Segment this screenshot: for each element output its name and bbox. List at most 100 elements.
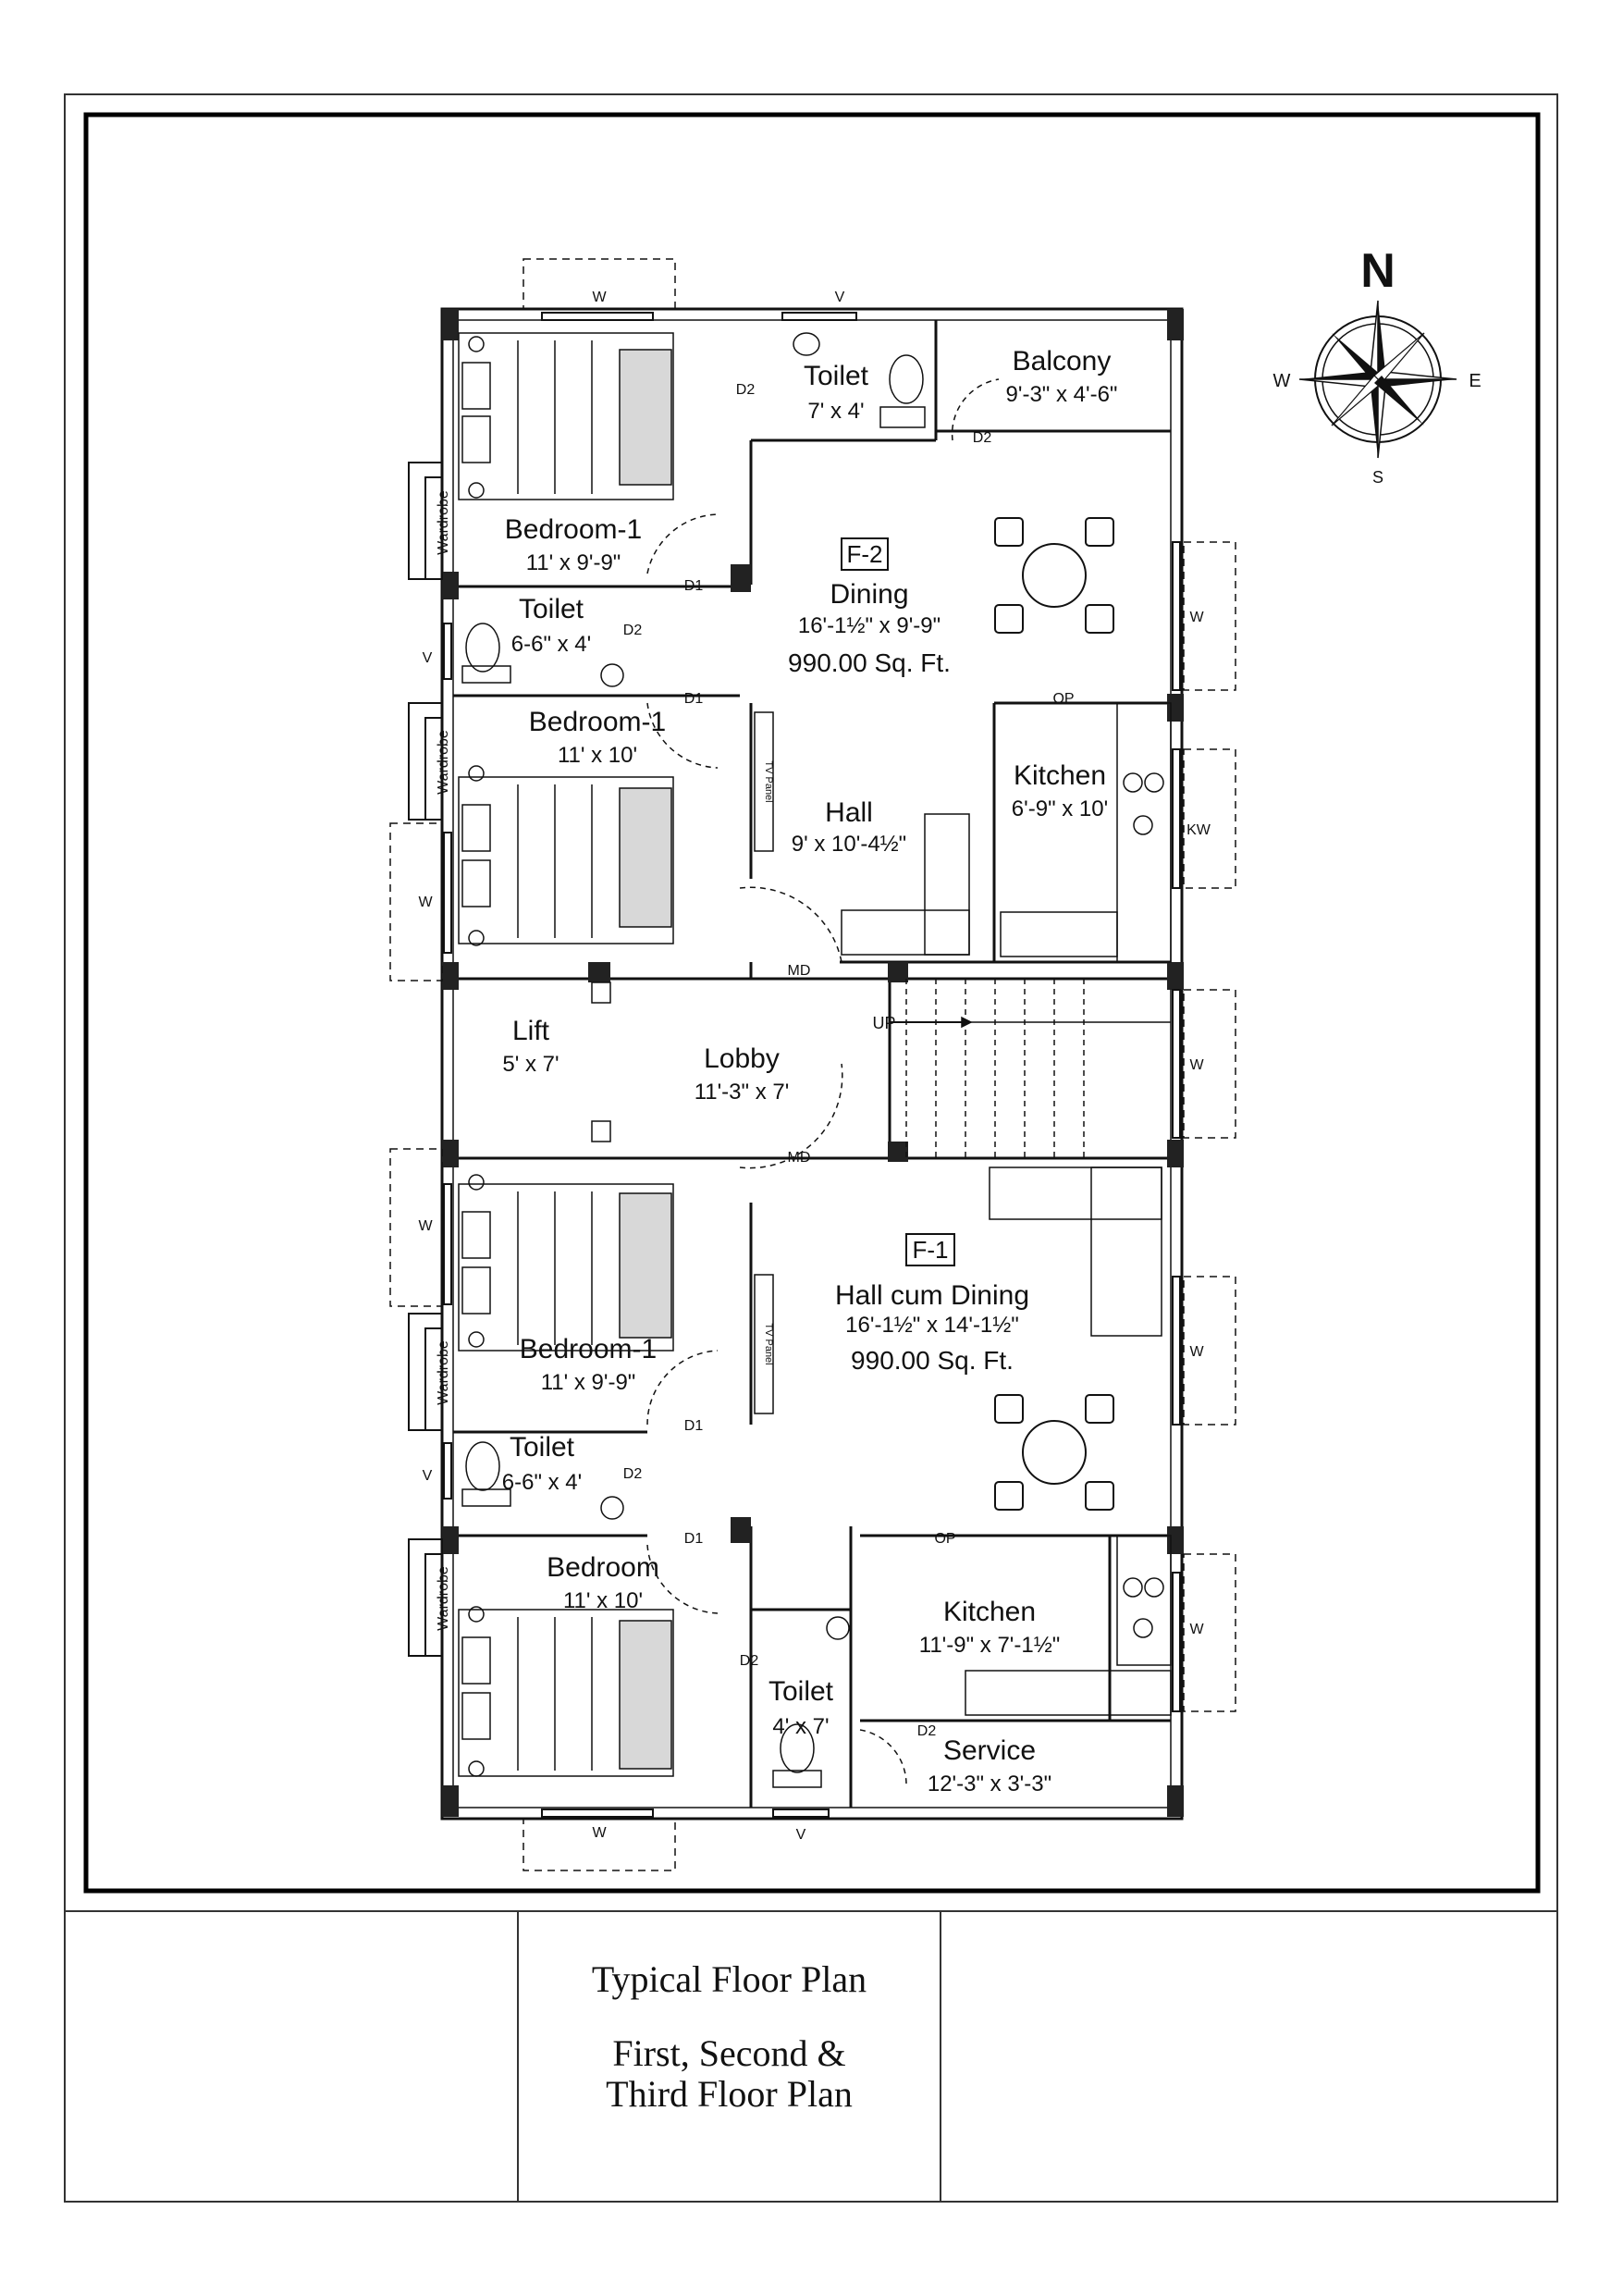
mark-d1-1: D1 <box>684 578 704 594</box>
f1-bedroom-b-size: 11' x 10' <box>563 1588 643 1613</box>
mark-md-2: MD <box>788 1150 811 1166</box>
f1-toilet-bot-name: Toilet <box>768 1676 834 1707</box>
tv-panel-f1 <box>754 1274 774 1414</box>
f1-service-size: 12'-3" x 3'-3" <box>928 1771 1051 1796</box>
opening-marks: W V W KW W W W W W V V W V D2 D2 D1 D2 D… <box>418 290 1211 1843</box>
lobby-name: Lobby <box>704 1043 780 1074</box>
f1-toilet-bot-size: 4' x 7' <box>772 1714 829 1739</box>
f1-hall-dining-size: 16'-1½" x 14'-1½" <box>845 1313 1019 1338</box>
mark-d1-3: D1 <box>684 1418 704 1434</box>
f1-kitchen-name: Kitchen <box>943 1597 1036 1627</box>
mark-w-1: W <box>1189 610 1204 625</box>
wardrobe-label-4: Wardrobe <box>436 1566 451 1631</box>
f1-bedroom-a-size: 11' x 9'-9" <box>541 1370 636 1395</box>
bed-2 <box>458 765 674 946</box>
title-line-2: First, Second & <box>612 2032 846 2074</box>
f2-balcony-size: 9'-3" x 4'-6" <box>1006 382 1118 407</box>
beds <box>458 332 674 1777</box>
tv-panel-f2 <box>754 711 774 852</box>
f2-hall-size: 9' x 10'-4½" <box>792 832 906 857</box>
f1-area: 990.00 Sq. Ft. <box>851 1346 1014 1375</box>
f2-tag-box <box>841 537 889 571</box>
mark-d2-3: D2 <box>623 623 643 638</box>
f2-toilet-mid-size: 6-6" x 4' <box>511 632 591 657</box>
structural-columns <box>442 309 1184 1817</box>
f1-bedroom-a-name: Bedroom-1 <box>520 1334 657 1364</box>
mark-op-2: OP <box>934 1531 955 1547</box>
mark-w-6: W <box>418 1218 433 1234</box>
compass-west-label: W <box>1273 371 1291 391</box>
mark-d1-4: D1 <box>684 1531 704 1547</box>
f1-bedroom-b-name: Bedroom <box>547 1552 659 1583</box>
f1-kitchen-size: 11'-9" x 7'-1½" <box>919 1633 1061 1658</box>
lobby-size: 11'-3" x 7' <box>695 1080 790 1105</box>
f1-service-name: Service <box>943 1735 1036 1766</box>
dining-table-f2 <box>994 517 1114 634</box>
window-openings <box>389 258 1236 1871</box>
lift-door-marker-2 <box>591 1120 611 1142</box>
mark-d2-5: D2 <box>740 1653 759 1669</box>
wardrobe-label-2: Wardrobe <box>436 730 451 795</box>
kitchen-counters <box>965 702 1172 1716</box>
mark-w-5: W <box>418 895 433 910</box>
toilet-fixtures <box>461 332 926 1788</box>
door-swings <box>646 378 1000 1786</box>
mark-w-top: W <box>592 290 607 305</box>
f2-bedroom-a-name: Bedroom-1 <box>505 514 642 545</box>
f2-kitchen-size: 6'-9" x 10' <box>1012 796 1108 821</box>
mark-d1-2: D1 <box>684 691 704 707</box>
dining-table-f1 <box>994 1394 1114 1511</box>
f1-tag-box <box>905 1233 955 1266</box>
mark-w-bottom: W <box>592 1825 607 1841</box>
f2-hall-name: Hall <box>825 797 873 828</box>
mark-v-1: V <box>423 650 433 666</box>
f2-dining-size: 16'-1½" x 9'-9" <box>798 613 941 638</box>
stair-up-label: UP <box>872 1014 895 1032</box>
bed-4 <box>458 1606 674 1777</box>
wardrobe-label-3: Wardrobe <box>436 1340 451 1405</box>
sofa-f1 <box>989 1167 1162 1337</box>
f1-hall-dining-name: Hall cum Dining <box>835 1280 1029 1311</box>
building-walls <box>440 307 1184 1821</box>
bed-3 <box>458 1174 674 1352</box>
f2-dining-name: Dining <box>830 579 908 610</box>
staircase <box>890 979 1171 1158</box>
lift-size: 5' x 7' <box>502 1052 559 1077</box>
f2-bedroom-b-name: Bedroom-1 <box>529 707 666 737</box>
tv-panel-label-f1: TV Panel <box>763 1323 774 1364</box>
f2-bedroom-b-size: 11' x 10' <box>558 743 637 768</box>
compass-north-label: N <box>1360 244 1396 298</box>
f2-toilet-top-size: 7' x 4' <box>807 399 864 424</box>
north-compass: N S E W <box>1273 244 1482 487</box>
title-line-3: Third Floor Plan <box>606 2073 853 2115</box>
lift-name: Lift <box>512 1016 550 1046</box>
mark-md-1: MD <box>788 963 811 979</box>
outer-border <box>64 93 1558 2203</box>
mark-w-3: W <box>1189 1344 1204 1360</box>
f1-tag: F-1 <box>913 1236 949 1264</box>
f2-toilet-mid-name: Toilet <box>519 594 584 624</box>
mark-d2-4: D2 <box>623 1466 643 1482</box>
compass-east-label: E <box>1469 371 1481 391</box>
compass-south-label: S <box>1372 468 1383 487</box>
drawing-frame <box>83 112 1541 1894</box>
mark-d2-2: D2 <box>973 430 992 446</box>
f2-area: 990.00 Sq. Ft. <box>788 648 951 677</box>
mark-kw: KW <box>1187 822 1211 838</box>
mark-op-1: OP <box>1052 691 1074 707</box>
mark-d2-6: D2 <box>917 1723 937 1739</box>
mark-v-bottom: V <box>796 1827 806 1843</box>
wardrobes <box>408 462 443 1657</box>
mark-d2-1: D2 <box>736 382 756 398</box>
wardrobe-label-1: Wardrobe <box>436 490 451 555</box>
mark-v-2: V <box>423 1468 433 1484</box>
f1-toilet-mid-name: Toilet <box>510 1432 575 1463</box>
f2-toilet-top-name: Toilet <box>804 361 869 391</box>
tv-panel-label-f2: TV Panel <box>763 760 774 802</box>
mark-w-4: W <box>1189 1622 1204 1637</box>
mark-v-top: V <box>835 290 845 305</box>
f2-tag: F-2 <box>847 540 883 568</box>
mark-w-2: W <box>1189 1057 1204 1073</box>
f1-toilet-mid-size: 6-6" x 4' <box>502 1470 582 1495</box>
